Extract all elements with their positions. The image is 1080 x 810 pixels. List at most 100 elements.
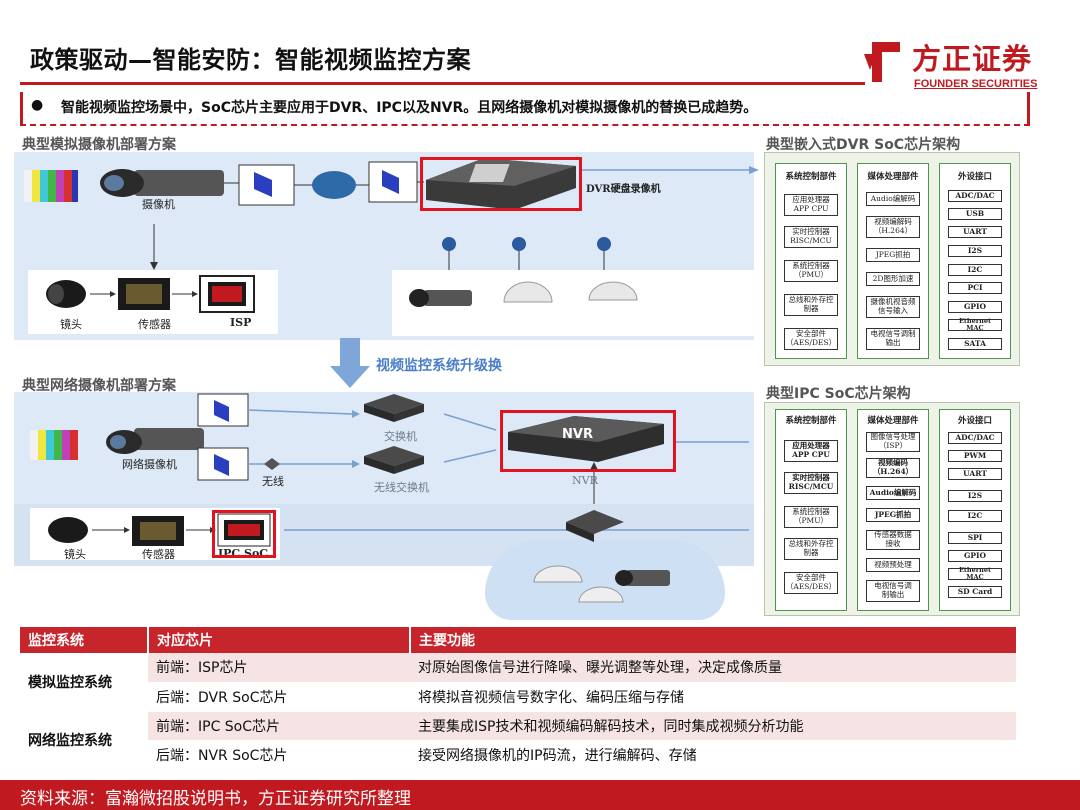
dome-camera-icon-2 [588, 281, 638, 301]
key-point-box: ● 智能视频监控场景中，SoC芯片主要应用于DVR、IPC以及NVR。且网络摄像… [20, 92, 1030, 126]
lens-label-2: 镜头 [64, 548, 86, 561]
table-row: 网络监控系统 前端：IPC SoC芯片 主要集成ISP技术和视频编码解码技术，同… [20, 711, 1016, 769]
title-rule [20, 82, 865, 85]
dvr-label: DVR硬盘录像机 [586, 184, 661, 195]
arch-cell: I2S [948, 245, 1002, 257]
column-head: 媒体处理部件 [867, 172, 919, 182]
dvr-system-control-column: 系统控制部件 应用处理器 APP CPU 实时控制器 RISC/MCU 系统控制… [775, 163, 847, 359]
arch-cell: 系统控制器 （PMU） [784, 260, 838, 282]
arch-cell: SATA [948, 338, 1002, 350]
network-camera-icon [106, 428, 204, 454]
arch-cell: 系统控制器 （PMU） [784, 506, 838, 528]
arch-cell: 电视信号调制 输出 [866, 328, 920, 350]
arch-cell: Ethernet MAC [948, 566, 1002, 581]
analog-camera-label: 摄像机 [142, 198, 175, 211]
brand-logo: 方正证券 FOUNDER SECURITIES [862, 36, 1062, 94]
network-camera-label: 网络摄像机 [122, 458, 177, 471]
table-header: 监控系统 [20, 627, 149, 653]
column-head: 外设接口 [957, 416, 992, 426]
arch-cell: 电视信号调 制输出 [866, 580, 920, 602]
arch-cell: 总线和外存控 制器 [784, 538, 838, 560]
wireless-icon [264, 458, 280, 470]
arch-cell: 图像信号处理 （ISP） [866, 432, 920, 452]
founder-logo-icon [864, 42, 900, 82]
bullet-icon: ● [31, 97, 44, 113]
page-title: 政策驱动—智能安防：智能视频监控方案 [30, 46, 471, 74]
arch-cell: I2C [948, 264, 1002, 276]
analog-camera-icon [100, 169, 224, 197]
function-cell: 对原始图像信号进行降噪、曝光调整等处理，决定成像质量 [410, 653, 1016, 683]
sensor-label: 传感器 [138, 318, 171, 331]
key-point-text: 智能视频监控场景中，SoC芯片主要应用于DVR、IPC以及NVR。且网络摄像机对… [61, 100, 758, 116]
arch-cell: Ethernet MAC [948, 317, 1002, 332]
wireless-switch-label: 无线交换机 [374, 481, 429, 494]
arch-cell: I2S [948, 490, 1002, 502]
arch-cell: SD Card [948, 586, 1002, 598]
arch-cell: GPIO [948, 550, 1002, 562]
arch-cell: 总线和外存控 制器 [784, 294, 838, 316]
coax-cable-icon [312, 171, 356, 199]
arch-cell: PWM [948, 450, 1002, 462]
arch-cell: 视频编码 （H.264） [866, 458, 920, 478]
arch-cell: UART [948, 468, 1002, 480]
dvr-recorder-icon [426, 158, 576, 210]
arch-cell: 传感器数据 接收 [866, 530, 920, 550]
arch-cell: 安全部件 （AES/DES） [784, 572, 838, 594]
access-switch-icon [566, 510, 624, 534]
source-text: 资料来源：富瀚微招股说明书，方正证券研究所整理 [20, 789, 411, 809]
network-dome-camera-icon [533, 565, 583, 583]
arch-cell: PCI [948, 282, 1002, 294]
table-row: 后端：NVR SoC芯片 接受网络摄像机的IP码流，进行编解码、存储 [20, 740, 1016, 770]
arch-cell: 安全部件 （AES/DES） [784, 328, 838, 350]
arch-cell: ADC/DAC [948, 190, 1002, 202]
arch-cell: GPIO [948, 301, 1002, 313]
arch-cell: Audio编解码 [866, 192, 920, 206]
arch-cell: 实时控制器 RISC/MCU [784, 472, 838, 494]
function-cell: 将模拟音视频信号数字化、编码压缩与存储 [410, 682, 1016, 712]
summary-table: 监控系统 对应芯片 主要功能 模拟监控系统 前端：ISP芯片 对原始图像信号进行… [20, 627, 1016, 770]
table-header: 对应芯片 [148, 627, 411, 653]
table-header: 主要功能 [410, 627, 1016, 653]
ipc-arch-panel: 系统控制部件 应用处理器 APP CPU 实时控制器 RISC/MCU 系统控制… [764, 402, 1020, 616]
sensor-label-2: 传感器 [142, 548, 175, 561]
column-head: 系统控制部件 [785, 172, 837, 182]
upgrade-label: 视频监控系统升级换 [376, 358, 502, 374]
arch-cell: 视频编解码 （H.264） [866, 216, 920, 238]
table-row: 模拟监控系统 前端：ISP芯片 对原始图像信号进行降噪、曝光调整等处理，决定成像… [20, 653, 1016, 711]
logo-cn-text: 方正证券 [912, 42, 1033, 76]
arch-cell: USB [948, 208, 1002, 220]
function-cell: 主要集成ISP技术和视频编码解码技术，同时集成视频分析功能 [410, 711, 1016, 741]
analog-deployment-diagram [24, 158, 759, 336]
arch-cell: SPI [948, 532, 1002, 544]
dvr-highlight-frame [420, 157, 582, 211]
dome-camera-icon [503, 281, 553, 303]
ipc-arch-title: 典型IPC SoC芯片架构 [766, 386, 911, 402]
arch-cell: 2D图形加速 [866, 272, 920, 286]
arch-cell: I2C [948, 510, 1002, 522]
table-row: 后端：DVR SoC芯片 将模拟音视频信号数字化、编码压缩与存储 [20, 682, 1016, 712]
chip-cell: 前端：ISP芯片 [148, 653, 410, 683]
column-head: 外设接口 [957, 172, 992, 182]
dvr-arch-panel: 系统控制部件 应用处理器 APP CPU 实时控制器 RISC/MCU 系统控制… [764, 152, 1020, 366]
ipcam-cluster-panel [485, 540, 725, 620]
nvr-highlight-frame [500, 410, 676, 472]
analog-section-label: 典型模拟摄像机部署方案 [22, 137, 176, 153]
network-dome-camera-icon-2 [578, 586, 624, 603]
system-cell: 网络监控系统 [20, 711, 148, 769]
column-head: 系统控制部件 [785, 416, 837, 426]
arch-cell: 实时控制器 RISC/MCU [784, 226, 838, 248]
chip-cell: 前端：IPC SoC芯片 [148, 711, 410, 741]
color-bars-icon [24, 170, 78, 202]
nvr-device-text: NVR [562, 427, 593, 442]
upgrade-arrow-icon [330, 338, 370, 388]
network-section-label: 典型网络摄像机部署方案 [22, 378, 176, 394]
ipc-peripheral-column: 外设接口 ADC/DAC PWM UART I2S I2C SPI GPIO E… [939, 409, 1011, 611]
ipc-system-control-column: 系统控制部件 应用处理器 APP CPU 实时控制器 RISC/MCU 系统控制… [775, 409, 847, 611]
logo-en-text: FOUNDER SECURITIES [914, 78, 1038, 90]
arch-cell: 视频预处理 [866, 558, 920, 572]
system-cell: 模拟监控系统 [20, 653, 148, 711]
arch-cell: UART [948, 226, 1002, 238]
dvr-media-column: 媒体处理部件 Audio编解码 视频编解码 （H.264） JPEG抓拍 2D图… [857, 163, 929, 359]
dvr-peripheral-column: 外设接口 ADC/DAC USB UART I2S I2C PCI GPIO E… [939, 163, 1011, 359]
chip-cell: 后端：DVR SoC芯片 [148, 682, 410, 712]
